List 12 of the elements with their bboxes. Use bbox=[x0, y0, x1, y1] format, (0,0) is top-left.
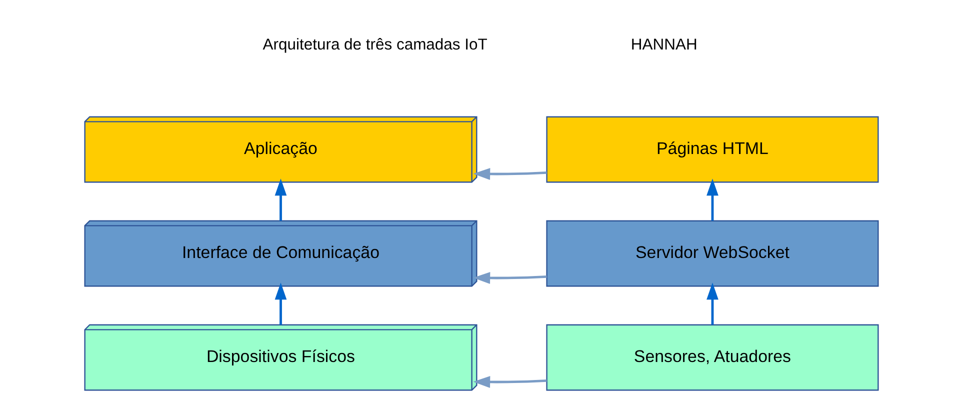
arrow bbox=[706, 178, 718, 221]
node-box: Páginas HTML bbox=[546, 116, 879, 183]
arrow bbox=[473, 168, 547, 180]
arrow bbox=[274, 178, 287, 221]
node-box: Servidor WebSocket bbox=[546, 220, 879, 287]
arrow bbox=[473, 376, 547, 388]
label: HANNAH bbox=[630, 36, 698, 54]
arrow bbox=[706, 282, 718, 325]
node-box: Sensores, Atuadores bbox=[546, 324, 879, 391]
arrow bbox=[274, 282, 287, 325]
arrow bbox=[473, 272, 547, 284]
label: Arquitetura de três camadas IoT bbox=[262, 36, 488, 54]
